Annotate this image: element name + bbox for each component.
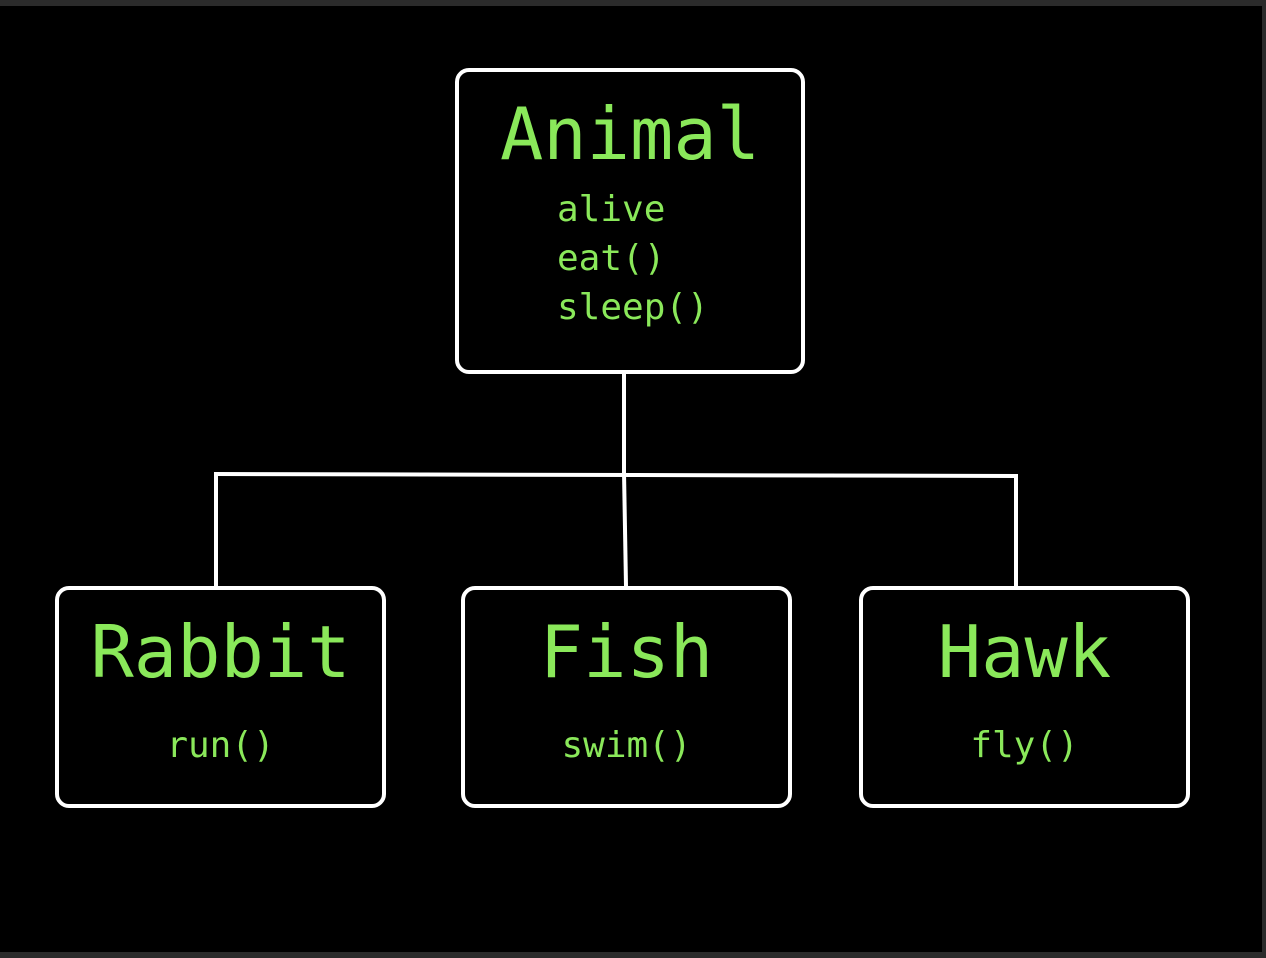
member-list: swim() bbox=[465, 728, 788, 764]
class-name: Rabbit bbox=[90, 610, 351, 694]
member-list: run() bbox=[59, 728, 382, 764]
member-list: fly() bbox=[863, 728, 1186, 764]
connector-horizontal-bar bbox=[213, 472, 1017, 478]
class-box-hawk: Hawk fly() bbox=[859, 586, 1190, 808]
class-box-animal: Animal alive eat() sleep() bbox=[455, 68, 805, 374]
diagram-canvas: Animal alive eat() sleep() Rabbit run() … bbox=[0, 6, 1262, 952]
class-box-rabbit: Rabbit run() bbox=[55, 586, 386, 808]
class-box-fish: Fish swim() bbox=[461, 586, 792, 808]
class-name: Animal bbox=[499, 92, 761, 176]
connector-lines bbox=[213, 374, 1018, 587]
connector-to-fish bbox=[622, 471, 628, 587]
member-item: sleep() bbox=[557, 287, 709, 328]
class-name: Fish bbox=[539, 610, 714, 694]
member-item: eat() bbox=[557, 238, 666, 279]
member-list: alive eat() sleep() bbox=[557, 192, 709, 339]
member-item: swim() bbox=[561, 725, 692, 766]
member-item: run() bbox=[166, 725, 275, 766]
class-name: Hawk bbox=[937, 610, 1112, 694]
member-item: alive bbox=[557, 189, 666, 230]
member-item: fly() bbox=[970, 725, 1079, 766]
